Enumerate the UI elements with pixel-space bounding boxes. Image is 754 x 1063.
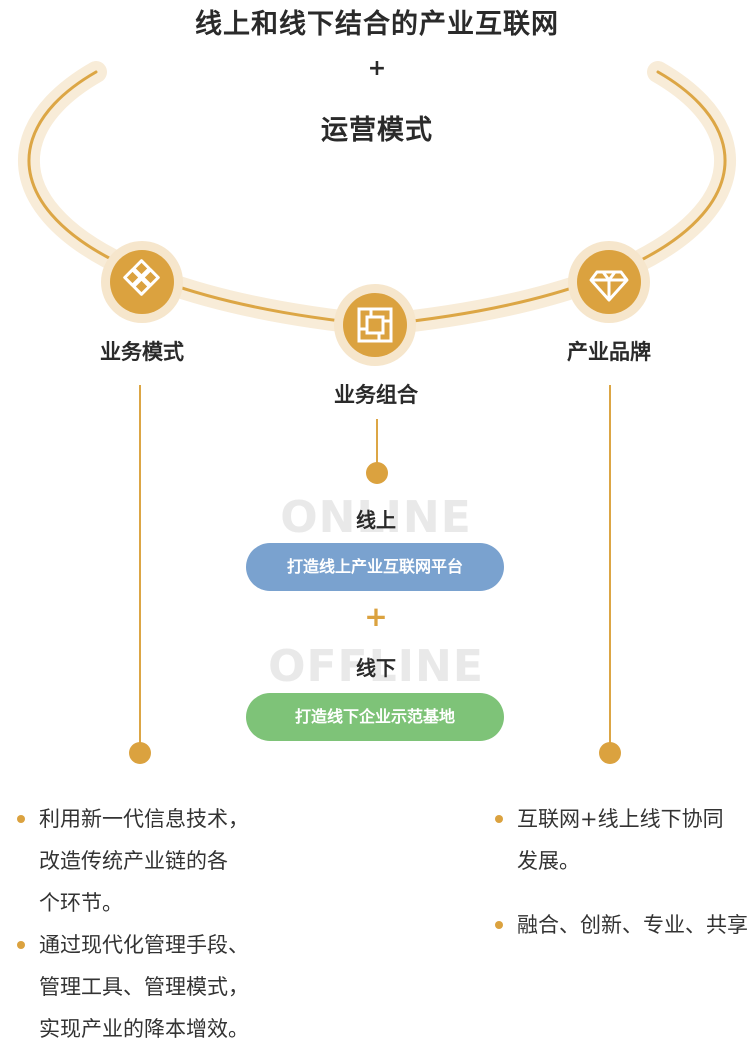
flow-plus: + xyxy=(364,600,388,633)
list-item: 融合、创新、专业、共享 xyxy=(495,904,754,946)
online-watermark: ONLINE xyxy=(280,492,472,543)
diamond-cluster-icon xyxy=(123,259,160,296)
gem-icon xyxy=(589,270,629,302)
bullet-dot xyxy=(17,941,25,949)
offline-watermark: OFFLINE xyxy=(268,641,484,692)
node-label-business-model: 业务模式 xyxy=(100,340,184,364)
right-connector-dot xyxy=(599,742,621,764)
bullet-dot xyxy=(495,921,503,929)
offline-label: 线下 xyxy=(356,656,396,680)
center-connector-line xyxy=(376,419,378,463)
bullet-dot xyxy=(17,815,25,823)
online-label: 线上 xyxy=(356,508,396,532)
node-business-model xyxy=(101,241,183,323)
list-item: 利用新一代信息技术， 改造传统产业链的各 个环节。 xyxy=(17,798,317,924)
right-bullet-list: 互联网+线上线下协同 发展。 融合、创新、专业、共享 xyxy=(495,798,754,946)
list-item: 互联网+线上线下协同 发展。 xyxy=(495,798,754,882)
right-connector-line xyxy=(609,385,611,743)
left-connector-line xyxy=(139,385,141,743)
left-bullet-list: 利用新一代信息技术， 改造传统产业链的各 个环节。 通过现代化管理手段、 管理工… xyxy=(17,798,317,1050)
node-label-business-combination: 业务组合 xyxy=(334,383,418,407)
center-connector-dot xyxy=(366,462,388,484)
online-platform-pill: 打造线上产业互联网平台 xyxy=(246,543,504,591)
node-circle xyxy=(577,250,641,314)
left-connector-dot xyxy=(129,742,151,764)
node-label-industry-brand: 产业品牌 xyxy=(567,340,651,364)
bullet-dot xyxy=(495,815,503,823)
list-item: 通过现代化管理手段、 管理工具、管理模式， 实现产业的降本增效。 xyxy=(17,924,317,1050)
combination-frame-icon xyxy=(357,307,393,343)
node-industry-brand xyxy=(568,241,650,323)
main-title: 线上和线下结合的产业互联网 xyxy=(195,9,559,40)
node-circle xyxy=(110,250,174,314)
node-business-combination xyxy=(334,284,416,366)
title-plus: + xyxy=(367,56,387,81)
node-circle xyxy=(343,293,407,357)
offline-base-pill: 打造线下企业示范基地 xyxy=(246,693,504,741)
subtitle: 运营模式 xyxy=(321,115,433,146)
